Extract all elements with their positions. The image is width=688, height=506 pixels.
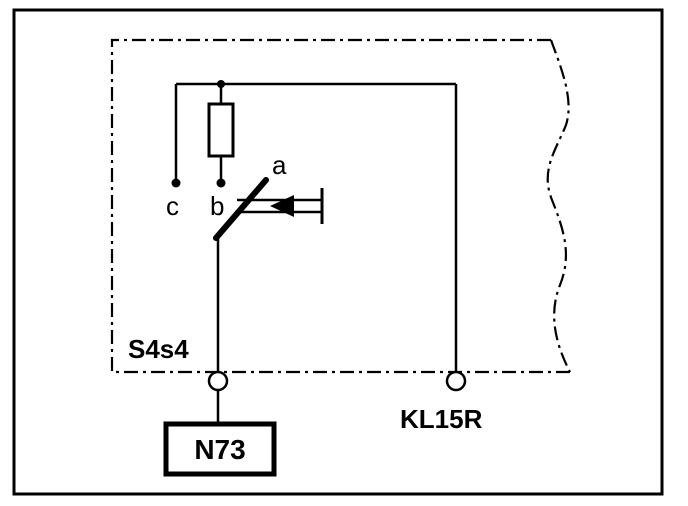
outer-frame: [12, 8, 664, 496]
component-boundary-wavy-edge: [546, 39, 571, 373]
resistor-symbol: [207, 102, 235, 158]
label-kl15r: KL15R: [400, 404, 483, 434]
terminal-b-dot: [216, 178, 226, 188]
actuator-arrow: [270, 195, 294, 217]
label-terminal-a: a: [272, 150, 287, 180]
terminal-n73-connector: [207, 370, 229, 392]
n73-box: [163, 421, 277, 477]
component-boundary: [110, 38, 570, 374]
switch-arm: [213, 177, 269, 241]
label-terminal-b: b: [210, 191, 224, 221]
label-n73: N73: [194, 434, 245, 465]
terminal-kl15r-connector: [445, 370, 467, 392]
terminal-c-dot: [171, 178, 181, 188]
label-terminal-c: c: [166, 191, 179, 221]
label-component: S4s4: [128, 334, 189, 364]
